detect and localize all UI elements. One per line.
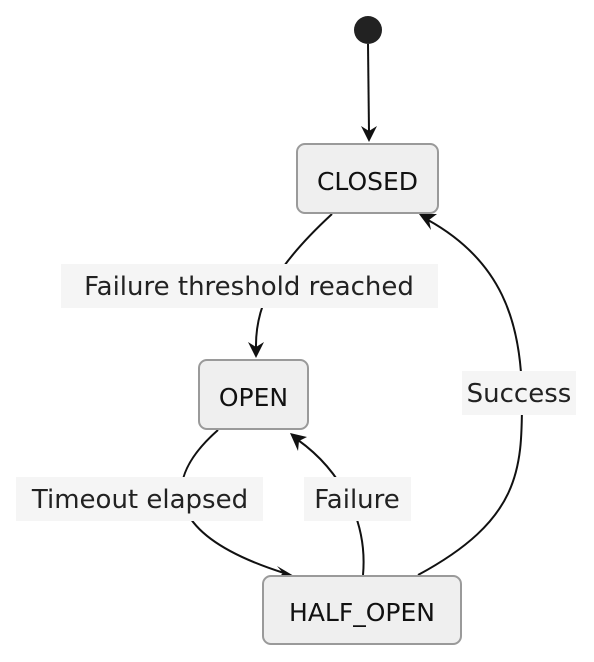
label-success: Success	[467, 379, 572, 409]
state-closed-box[interactable]	[296, 143, 439, 214]
state-closed[interactable]: CLOSED	[296, 143, 439, 214]
label-background	[61, 264, 438, 308]
initial-state-marker	[354, 16, 382, 44]
arrowhead-half-open-to-open	[290, 433, 307, 451]
label-background	[16, 477, 263, 521]
state-open-box[interactable]	[198, 359, 309, 430]
state-closed-label: CLOSED	[317, 167, 418, 196]
label-timeout-elapsed: Timeout elapsed	[31, 485, 248, 515]
arrowhead-half-open-to-closed	[419, 214, 437, 230]
label-background	[304, 477, 411, 521]
label-background	[462, 371, 576, 415]
edge-initial-to-closed	[367, 43, 370, 133]
state-open[interactable]: OPEN	[198, 359, 309, 430]
state-half-open[interactable]: HALF_OPEN	[262, 575, 462, 645]
label-failure: Failure	[314, 485, 400, 515]
state-half-open-box[interactable]	[262, 575, 462, 645]
label-closed-to-open: Failure threshold reached	[61, 264, 438, 308]
arrowhead-closed-to-open	[248, 342, 264, 358]
label-half-open-to-open: Failure	[304, 477, 411, 521]
label-failure-threshold-reached: Failure threshold reached	[84, 272, 414, 302]
arrowhead-initial-to-closed	[361, 126, 377, 142]
label-open-to-half-open: Timeout elapsed	[16, 477, 263, 521]
state-open-label: OPEN	[219, 383, 288, 412]
label-half-open-to-closed: Success	[462, 371, 576, 415]
state-half-open-label: HALF_OPEN	[289, 598, 435, 627]
